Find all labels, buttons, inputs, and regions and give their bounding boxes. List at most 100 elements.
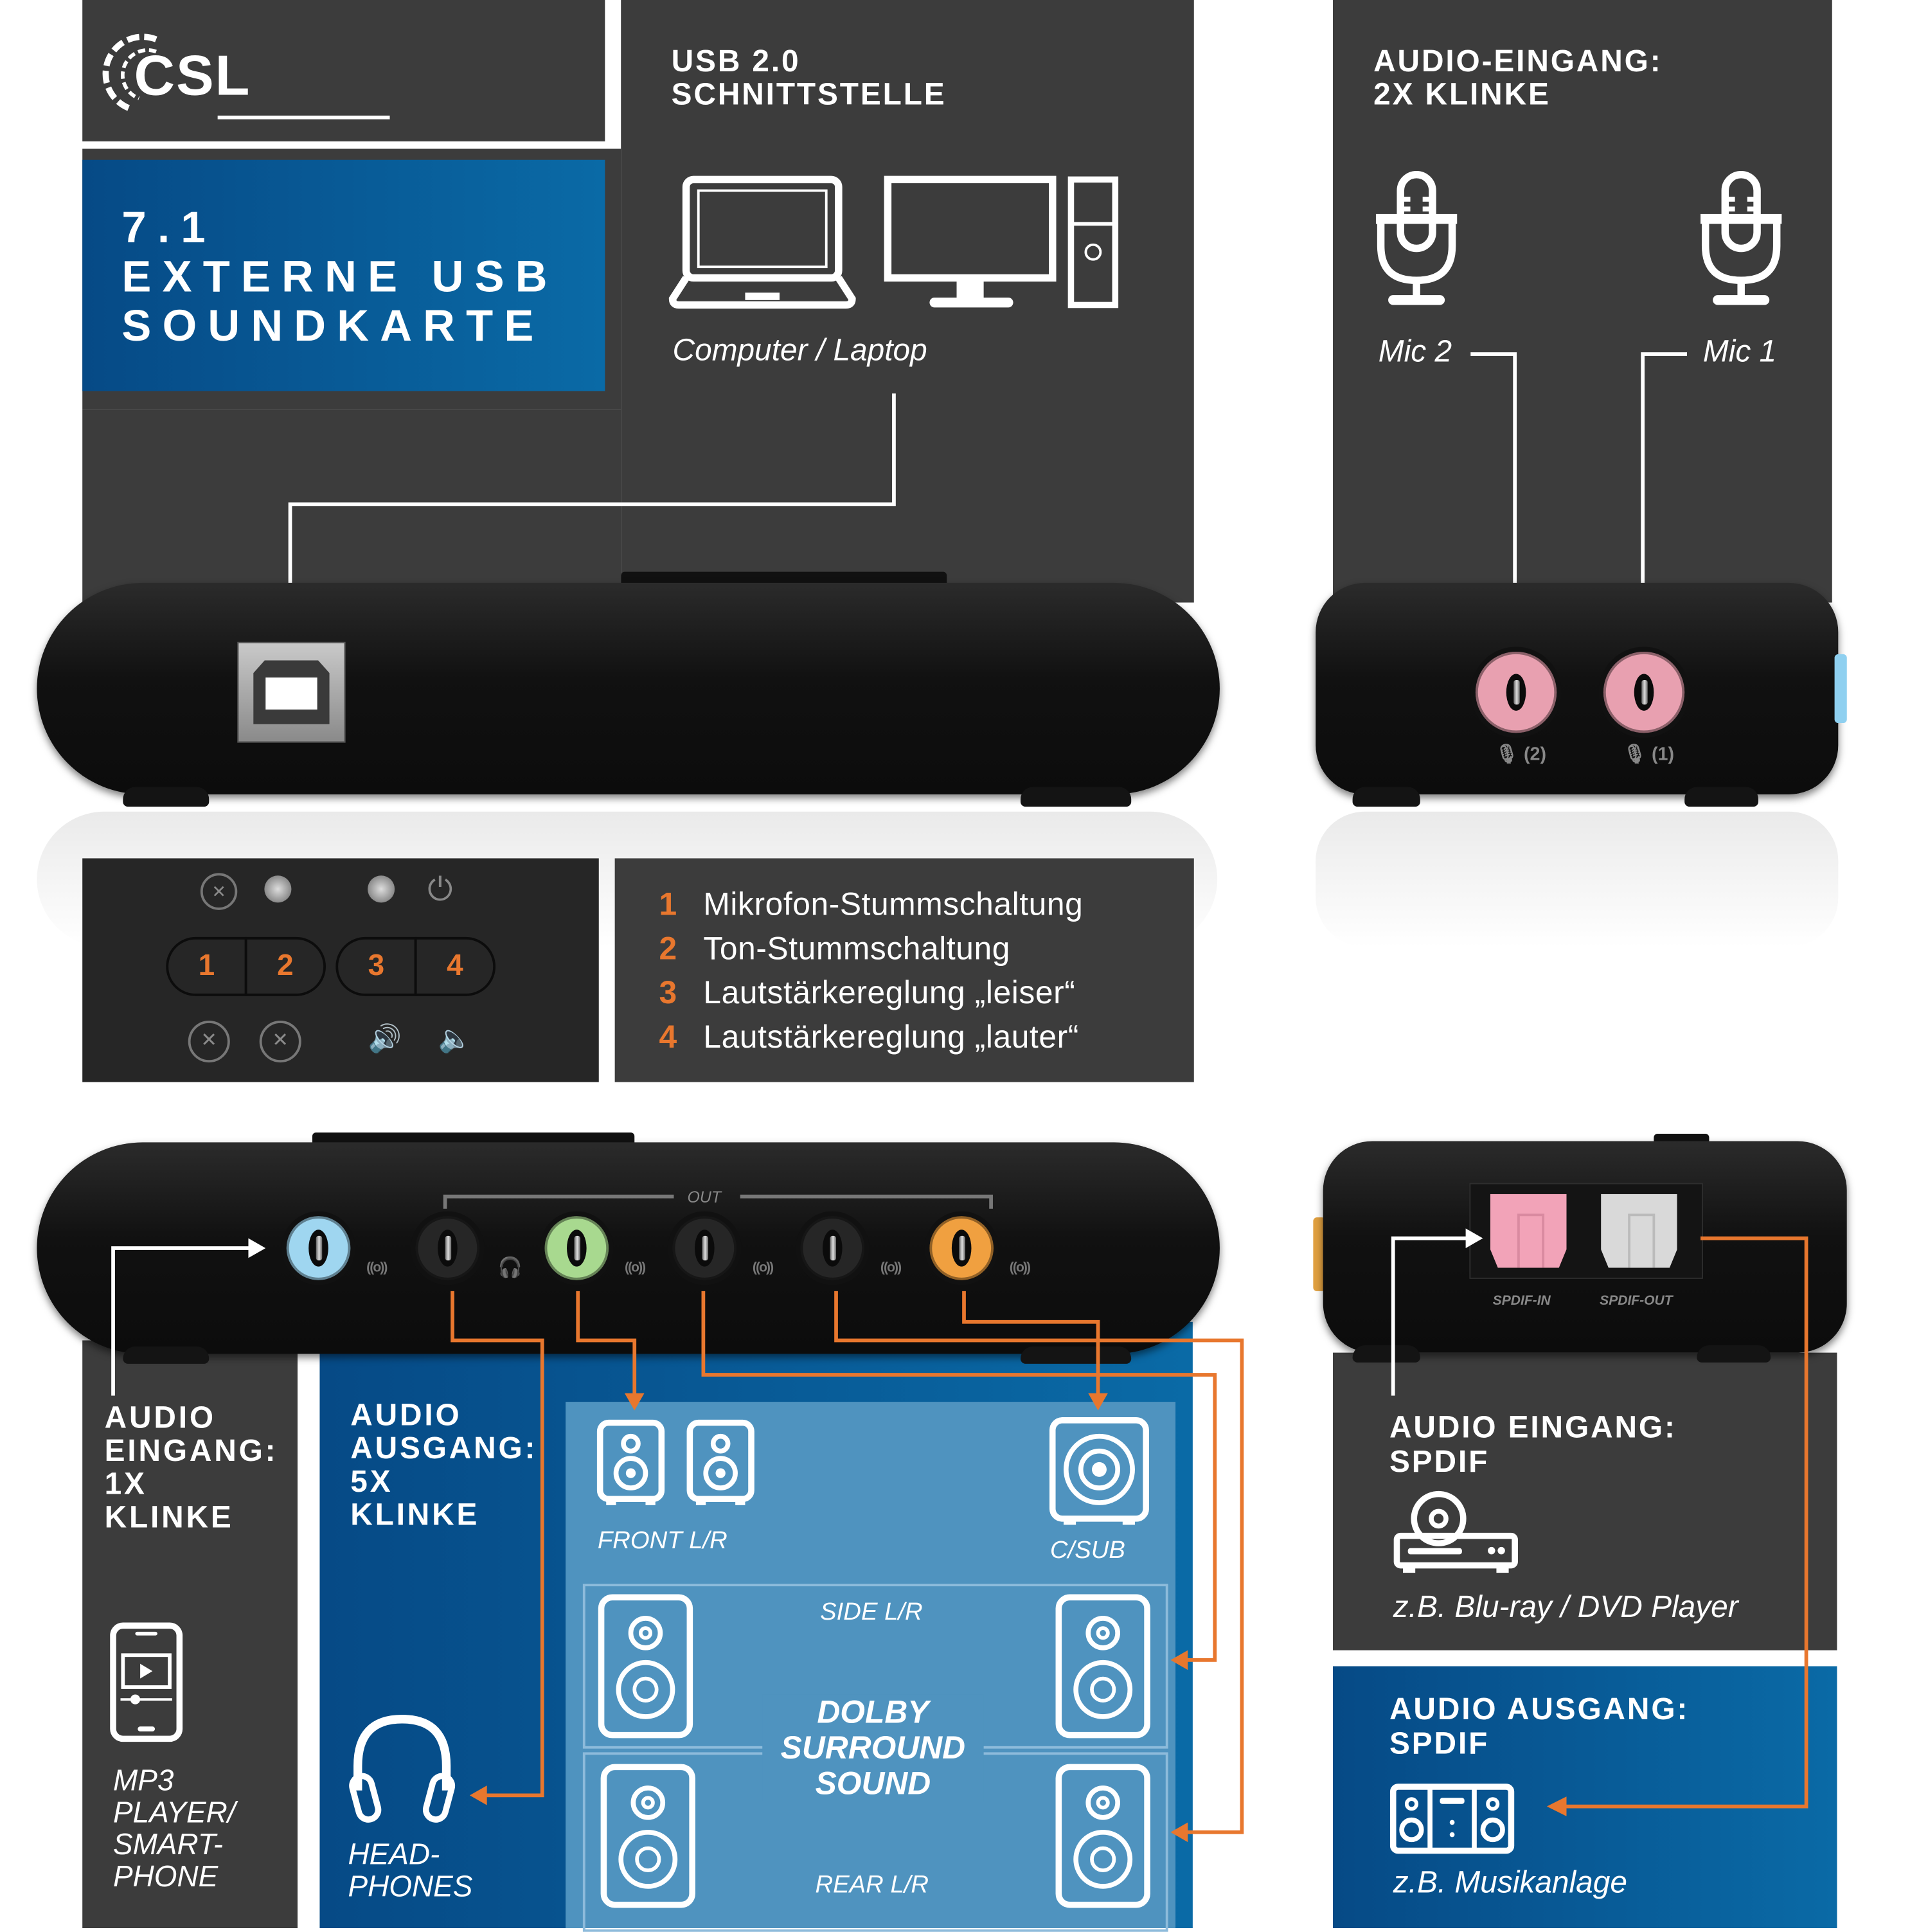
spdif-out-title-2: SPDIF [1389,1726,1490,1761]
mic-mute-indicator-icon: ✕ [200,873,238,910]
mic-device-foot-right [1684,787,1758,807]
led-indicator-1 [264,875,292,903]
led-indicator-2 [368,875,395,903]
front-right-speaker-icon [686,1419,754,1505]
hero-line-2: EXTERNE USB [121,251,558,301]
laptop-icon [668,175,856,309]
button-2[interactable]: 2 [244,936,326,996]
hero-line-1: 7.1 [121,201,217,253]
signal-icon: ((o)) [752,1260,774,1276]
out-label: OUT [687,1188,722,1206]
signal-icon: ((o)) [880,1260,902,1276]
mic-1-jack[interactable] [1603,652,1685,733]
side-line-in-nub [1834,654,1847,724]
rear-out-jack[interactable] [800,1216,865,1280]
csub-out-jack[interactable] [929,1216,994,1280]
mic-title-2: 2X KLINKE [1373,77,1551,112]
side-speaker-label: SIDE L/R [820,1598,923,1626]
front-device-foot-left [123,1346,210,1364]
spdif-device-body: SPDIF-IN SPDIF-OUT [1323,1141,1847,1353]
line-in-jack[interactable] [286,1216,351,1280]
microphone-2-icon [1375,170,1458,305]
side-left-speaker-icon [598,1594,693,1739]
button-3[interactable]: 3 [335,936,417,996]
stereo-system-icon [1389,1784,1515,1854]
volume-loud-icon: 🔊 [368,1023,402,1054]
usb-b-port[interactable] [237,641,346,743]
logo-text: CSL [134,42,251,107]
bluray-player-icon [1393,1490,1518,1573]
spdif-in-title-1: AUDIO EINGANG: [1389,1410,1677,1445]
spdif-device-foot-right [1697,1345,1771,1363]
pc-tower-icon [1067,176,1119,309]
usb-title-1: USB 2.0 [671,44,801,79]
mic-muted-icon: ✕ [188,1021,230,1063]
side-right-speaker-icon [1055,1594,1150,1739]
mic-device-foot-left [1352,787,1420,807]
input-panel [82,1340,298,1929]
controls-panel: ✕ ⏻ 1 2 3 4 ✕ ✕ 🔊 🔈 [82,858,599,1082]
side-csub-nub [1313,1217,1326,1291]
front-out-jack[interactable] [544,1216,609,1280]
out-bracket [443,1194,993,1209]
spdif-out-port[interactable] [1601,1194,1677,1268]
spdif-out-title-1: AUDIO AUSGANG: [1389,1692,1690,1727]
power-icon: ⏻ [427,870,453,908]
signal-icon: ((o)) [1009,1260,1031,1276]
csl-logo-ring-icon [102,33,157,111]
front-device-foot-right [1021,1346,1132,1364]
mic-1-label: Mic 1 [1702,334,1777,369]
hero-title-box: 7.1 EXTERNE USB SOUNDKARTE [82,159,605,391]
csub-speaker-label: C/SUB [1049,1537,1125,1564]
monitor-icon [884,175,1057,308]
usb-device-body [37,582,1220,794]
logo-underline [217,115,390,120]
spdif-in-caption: z.B. Blu-ray / DVD Player [1393,1589,1738,1625]
side-out-jack[interactable] [672,1216,737,1280]
mic-1-port-label: 🎙 (1) [1623,744,1675,765]
button-4[interactable]: 4 [414,936,496,996]
mic-2-jack[interactable] [1475,652,1557,733]
rear-right-speaker-icon [1055,1764,1150,1908]
spdif-out-label: SPDIF-OUT [1600,1293,1673,1309]
usb-device-foot-right [1021,787,1132,807]
mic-2-port-label: 🎙 (2) [1495,744,1547,765]
spdif-out-panel [1332,1666,1837,1929]
front-left-speaker-icon [596,1419,665,1505]
headphone-out-jack[interactable] [415,1216,480,1280]
headphone-small-icon: 🎧 [497,1258,522,1279]
rear-speaker-label: REAR L/R [815,1871,929,1899]
subwoofer-icon [1049,1417,1149,1525]
front-speaker-label: FRONT L/R [597,1527,727,1555]
mic-2-label: Mic 2 [1378,334,1452,369]
spdif-out-caption: z.B. Musikanlage [1393,1865,1627,1901]
logo-panel: CSL [82,0,605,142]
rear-left-speaker-icon [600,1764,695,1908]
mic-title-1: AUDIO-EINGANG: [1373,44,1663,79]
spdif-in-title-2: SPDIF [1389,1445,1490,1480]
mic-device-body: 🎙 (2) 🎙 (1) [1316,582,1839,794]
headphones-icon [349,1715,456,1823]
speaker-muted-icon: ✕ [259,1021,301,1063]
microphone-1-icon [1700,170,1782,305]
usb-device-caption: Computer / Laptop [672,333,927,368]
signal-icon: ((o)) [366,1260,388,1276]
usb-device-foot-left [123,787,210,807]
hero-line-3: SOUNDKARTE [121,300,545,351]
volume-low-icon: 🔈 [438,1023,472,1054]
spdif-device-foot-left [1352,1345,1420,1363]
signal-icon: ((o)) [624,1260,646,1276]
spdif-in-port[interactable] [1490,1194,1567,1268]
usb-title-2: SCHNITTSTELLE [671,77,947,112]
spdif-in-panel [1332,1352,1837,1650]
